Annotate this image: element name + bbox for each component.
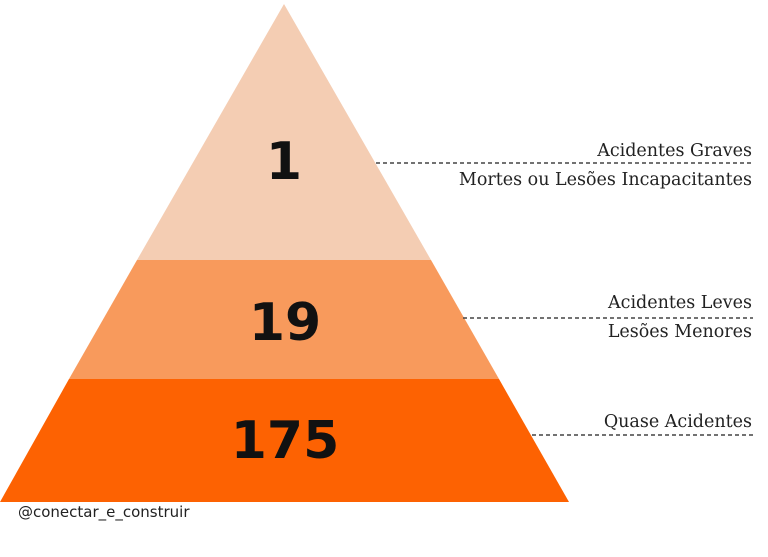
- pyramid-tier-middle-label-primary: Acidentes Leves: [607, 293, 752, 313]
- pyramid-tier-top-value: 1: [266, 132, 302, 192]
- author-handle: @conectar_e_construir: [18, 503, 190, 521]
- pyramid-tier-top-shape: [137, 4, 431, 260]
- pyramid-tier-bottom-value: 175: [231, 411, 340, 471]
- pyramid-tier-bottom-shape: [0, 379, 569, 502]
- pyramid-tier-middle-shape: [69, 260, 499, 379]
- pyramid-tier-middle-value: 19: [249, 293, 321, 353]
- pyramid-tier-top-label-primary: Acidentes Graves: [596, 141, 752, 161]
- pyramid-tier-middle-label-secondary: Lesões Menores: [608, 322, 752, 342]
- pyramid-tier-bottom-label-primary: Quase Acidentes: [604, 412, 752, 432]
- pyramid-tier-bottom: 175 Quase Acidentes: [0, 379, 753, 502]
- pyramid-tier-top: 1 Acidentes Graves Mortes ou Lesões Inca…: [137, 4, 753, 260]
- pyramid-tier-middle: 19 Acidentes Leves Lesões Menores: [69, 260, 753, 379]
- pyramid-tier-top-label-secondary: Mortes ou Lesões Incapacitantes: [459, 170, 752, 190]
